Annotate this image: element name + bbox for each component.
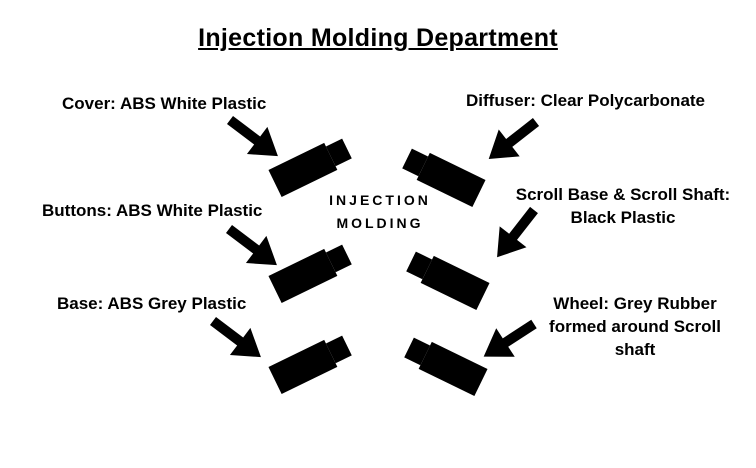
scroll-label: Scroll Base & Scroll Shaft: Black Plasti… xyxy=(505,183,741,229)
center-label-molding: MOLDING xyxy=(336,215,424,231)
scroll-machine xyxy=(404,247,490,311)
scroll-label-line1: Scroll Base & Scroll Shaft: xyxy=(515,185,731,204)
base-arrow xyxy=(202,307,272,371)
scroll-arrow xyxy=(483,199,548,268)
wheel-label-line3: shaft xyxy=(614,340,656,359)
wheel-label-line1: Wheel: Grey Rubber xyxy=(553,294,717,313)
wheel-arrow xyxy=(474,309,544,371)
buttons-machine xyxy=(268,240,354,304)
buttons-arrow xyxy=(218,215,288,279)
base-machine xyxy=(268,331,354,395)
cover-machine xyxy=(268,134,354,198)
center-label-injection: INJECTION xyxy=(329,192,431,208)
page-title: Injection Molding Department xyxy=(198,24,558,52)
diffuser-arrow xyxy=(478,108,547,173)
cover-arrow xyxy=(219,106,289,170)
wheel-label: Wheel: Grey Rubber formed around Scroll … xyxy=(540,292,730,361)
base-label: Base: ABS Grey Plastic xyxy=(57,294,247,313)
cover-label: Cover: ABS White Plastic xyxy=(62,94,267,113)
diffuser-machine xyxy=(400,144,486,208)
scroll-label-line2: Black Plastic xyxy=(570,208,676,227)
diffuser-label: Diffuser: Clear Polycarbonate xyxy=(466,91,706,110)
wheel-label-line2: formed around Scroll xyxy=(549,317,721,336)
wheel-machine xyxy=(402,333,488,397)
buttons-label: Buttons: ABS White Plastic xyxy=(42,201,263,220)
